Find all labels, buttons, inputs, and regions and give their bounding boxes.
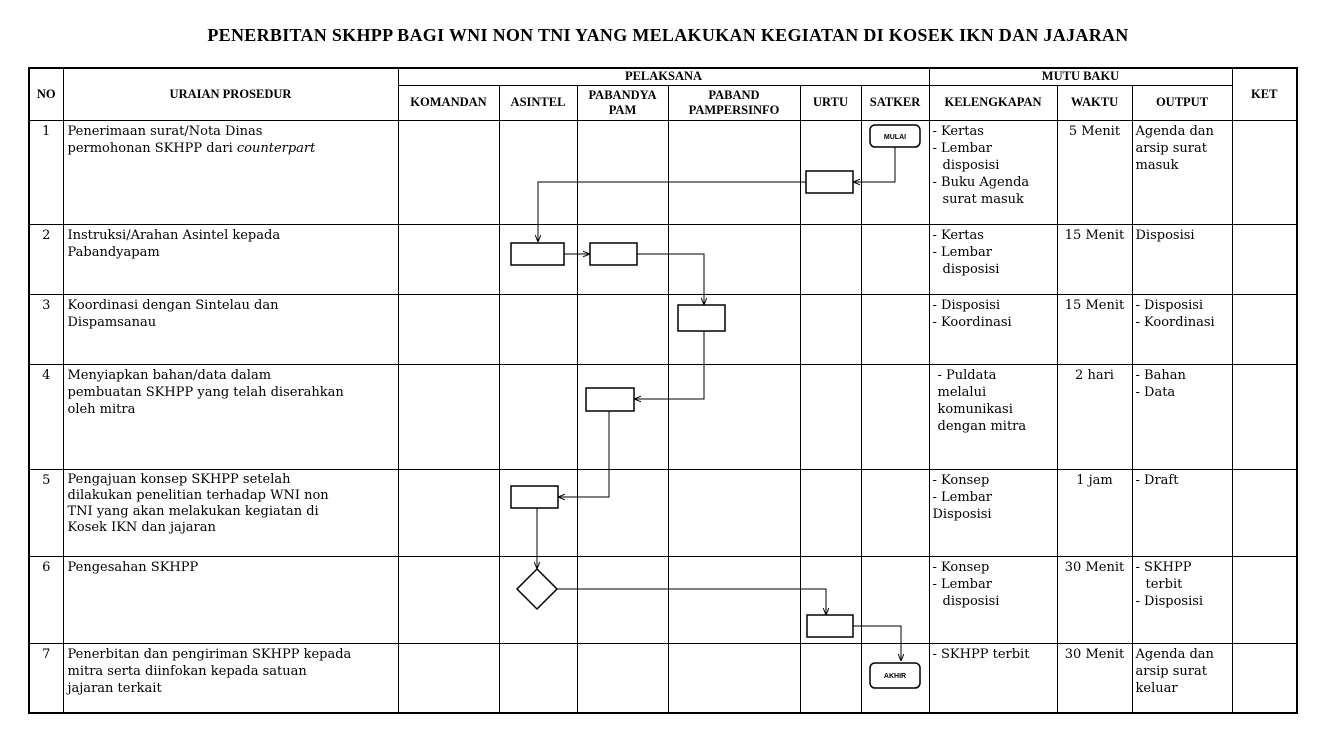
waktu-cell: 30 Menit bbox=[1056, 555, 1133, 644]
header-komandan: KOMANDAN bbox=[397, 84, 500, 121]
output-cell: - Disposisi- Koordinasi bbox=[1131, 293, 1233, 365]
procedure-description: Pengesahan SKHPP bbox=[62, 555, 399, 644]
header-satker: SATKER bbox=[860, 84, 930, 121]
row-number: 5 bbox=[28, 468, 64, 557]
row-number: 7 bbox=[28, 642, 64, 714]
header-output: OUTPUT bbox=[1131, 84, 1233, 121]
output-cell: - Draft bbox=[1131, 468, 1233, 557]
row-number: 1 bbox=[28, 119, 64, 225]
header-kelengkapan: KELENGKAPAN bbox=[928, 84, 1058, 121]
procedure-table: NO URAIAN PROSEDUR PELAKSANA MUTU BAKU K… bbox=[28, 67, 1298, 714]
kelengkapan-cell: - Kertas- Lembar disposisi bbox=[928, 223, 1058, 295]
row-number: 6 bbox=[28, 555, 64, 644]
kelengkapan-cell: - Kertas- Lembar disposisi- Buku Agenda … bbox=[928, 119, 1058, 225]
table-row: 6 Pengesahan SKHPP - Konsep- Lembar disp… bbox=[28, 555, 1298, 644]
row-number: 3 bbox=[28, 293, 64, 365]
kelengkapan-cell: - SKHPP terbit bbox=[928, 642, 1058, 714]
output-cell: Disposisi bbox=[1131, 223, 1233, 295]
kelengkapan-cell: - Konsep- Lembar Disposisi bbox=[928, 468, 1058, 557]
kelengkapan-cell: - Disposisi- Koordinasi bbox=[928, 293, 1058, 365]
header-urtu: URTU bbox=[799, 84, 862, 121]
waktu-cell: 2 hari bbox=[1056, 363, 1133, 470]
header-ket: KET bbox=[1231, 67, 1298, 121]
header-uraian: URAIAN PROSEDUR bbox=[62, 67, 399, 121]
header-mutu-baku: MUTU BAKU bbox=[928, 67, 1233, 86]
header-no: NO bbox=[28, 67, 64, 121]
kelengkapan-cell: - Konsep- Lembar disposisi bbox=[928, 555, 1058, 644]
page-title: PENERBITAN SKHPP BAGI WNI NON TNI YANG M… bbox=[207, 25, 1129, 45]
header-asintel: ASINTEL bbox=[498, 84, 578, 121]
output-cell: - Bahan- Data bbox=[1131, 363, 1233, 470]
row-number: 4 bbox=[28, 363, 64, 470]
header-pelaksana: PELAKSANA bbox=[397, 67, 930, 86]
waktu-cell: 5 Menit bbox=[1056, 119, 1133, 225]
waktu-cell: 30 Menit bbox=[1056, 642, 1133, 714]
header-waktu: WAKTU bbox=[1056, 84, 1133, 121]
waktu-cell: 15 Menit bbox=[1056, 223, 1133, 295]
table-row: 7 Penerbitan dan pengiriman SKHPP kepada… bbox=[28, 642, 1298, 714]
waktu-cell: 1 jam bbox=[1056, 468, 1133, 557]
output-cell: - SKHPP terbit- Disposisi bbox=[1131, 555, 1233, 644]
row-number: 2 bbox=[28, 223, 64, 295]
waktu-cell: 15 Menit bbox=[1056, 293, 1133, 365]
